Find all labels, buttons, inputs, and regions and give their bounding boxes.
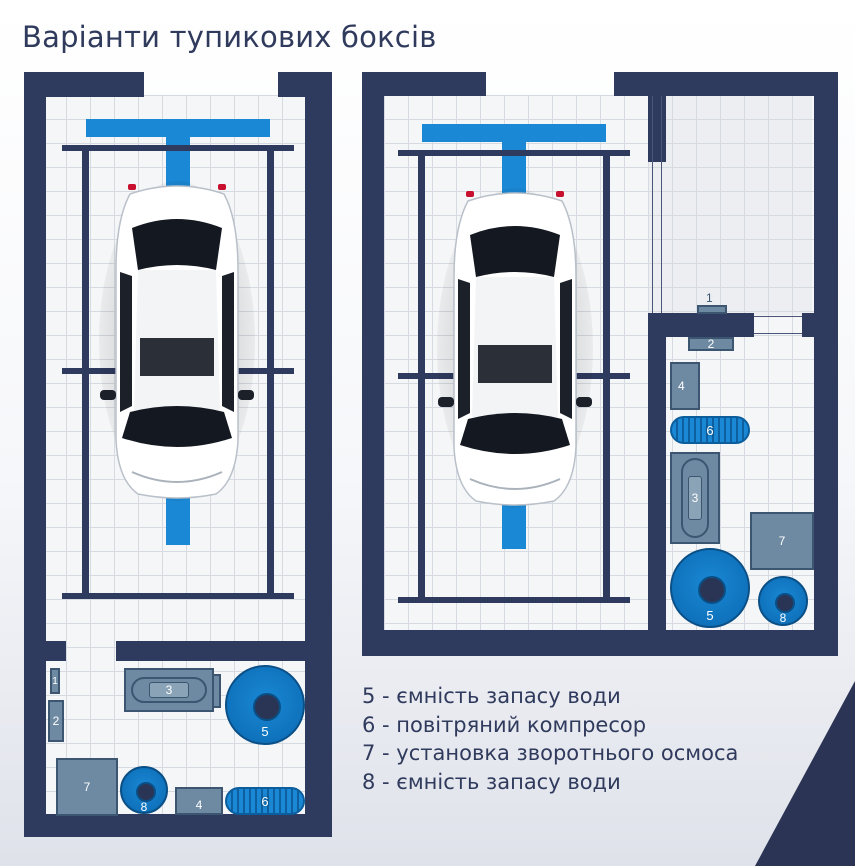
car-icon: [99, 181, 255, 501]
water-tank-8: 8: [120, 766, 168, 814]
wall: [814, 72, 838, 656]
wall: [648, 313, 754, 337]
legend-item-5: 5 - ємність запасу води: [362, 684, 621, 708]
tank-label: 8: [140, 800, 148, 814]
lift-rail: [62, 145, 294, 151]
legend-item-7: 7 - установка зворотнього осмоса: [362, 741, 739, 765]
equipment-label: 7: [778, 534, 786, 548]
lift-post: [418, 150, 425, 603]
equipment-label: 2: [52, 714, 60, 728]
door-frame: [652, 96, 662, 313]
water-tank-8: 8: [758, 576, 808, 626]
wall: [614, 72, 838, 96]
wall: [305, 72, 332, 837]
corner-decoration: [755, 681, 855, 866]
wall: [362, 72, 384, 656]
equipment-3: 3: [670, 452, 720, 544]
wall: [24, 72, 144, 97]
equipment-label: 3: [148, 682, 190, 698]
legend-item-8: 8 - ємність запасу води: [362, 769, 621, 794]
equipment-7: 7: [56, 758, 118, 816]
right-side-room: [648, 95, 812, 315]
equipment-4: 4: [175, 787, 223, 815]
wall: [24, 814, 332, 837]
air-compressor-6: 6: [225, 787, 305, 815]
air-compressor-6: 6: [670, 416, 750, 444]
equipment-label: 4: [195, 798, 203, 812]
tank-core: [136, 782, 156, 802]
equipment-1: [697, 305, 727, 314]
wall: [24, 72, 46, 837]
tank-core: [253, 693, 281, 721]
tank-core: [698, 576, 726, 604]
equipment-3: 3: [124, 668, 214, 712]
lift-post: [82, 145, 89, 599]
equipment-label: 1: [52, 675, 58, 687]
equipment-7: 7: [750, 512, 814, 570]
equipment-2: 2: [688, 337, 734, 351]
equipment-2: 2: [48, 700, 64, 742]
compressor-label: 6: [706, 422, 714, 438]
water-tank-5: 5: [225, 665, 305, 745]
equipment-3-inner: 3: [131, 677, 207, 703]
wall: [116, 641, 332, 661]
equipment-3-inner: 3: [681, 458, 709, 538]
tank-core: [775, 593, 795, 613]
lift-rail: [62, 593, 294, 599]
wall: [648, 313, 666, 630]
equipment-1-label: 1: [706, 291, 713, 305]
lift-top-bar: [86, 119, 270, 137]
equipment-label: 2: [707, 337, 715, 351]
legend: 5 - ємність запасу води 6 - повітряний к…: [362, 682, 738, 796]
lift-rail: [398, 597, 630, 603]
lift-post: [267, 145, 274, 599]
equipment-label: 4: [678, 379, 685, 393]
tank-label: 8: [779, 611, 787, 625]
equipment-3-side: [212, 674, 221, 708]
lift-top-bar: [422, 124, 606, 142]
lift-post: [603, 150, 610, 603]
equipment-4: 4: [670, 362, 700, 410]
page-title: Варіанти тупикових боксів: [22, 20, 437, 54]
wall: [362, 630, 838, 656]
wall: [24, 641, 66, 661]
equipment-1: 1: [50, 668, 60, 694]
tank-label: 5: [261, 724, 269, 739]
tank-label: 5: [706, 608, 714, 623]
legend-item-6: 6 - повітряний компресор: [362, 712, 647, 737]
water-tank-5: 5: [670, 548, 750, 628]
door-frame: [754, 316, 802, 334]
car-icon: [437, 188, 593, 508]
equipment-label: 3: [687, 476, 703, 520]
wall: [362, 72, 486, 96]
wall: [802, 313, 838, 337]
equipment-label: 7: [83, 780, 91, 794]
lift-rail: [398, 150, 630, 156]
compressor-label: 6: [261, 793, 269, 809]
